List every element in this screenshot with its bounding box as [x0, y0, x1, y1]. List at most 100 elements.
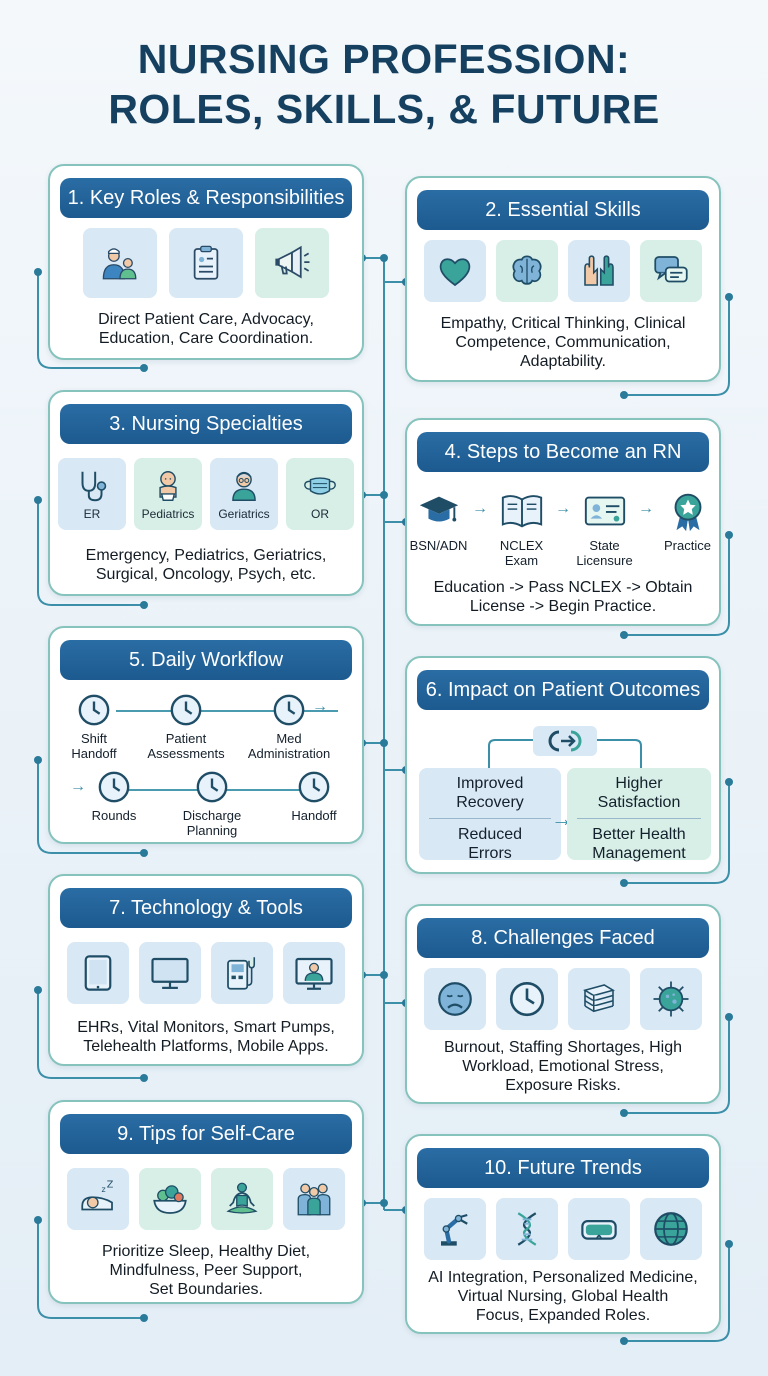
card-key-roles: 1. Key Roles & Responsibilities Direct P… [48, 164, 364, 360]
cycle-arrows-icon [488, 726, 642, 768]
workflow-item-med-administration: Med Administration [234, 693, 344, 761]
step-arrow: → [472, 500, 488, 517]
clock-icon [98, 771, 130, 803]
step-label-bsn: BSN/ADN [409, 538, 468, 553]
clock-icon [170, 694, 202, 726]
peer-support-icon [283, 1168, 345, 1230]
steps-desc-line-2: License -> Begin Practice. [469, 598, 657, 615]
virus-icon [640, 968, 702, 1030]
monitor-icon [139, 942, 201, 1004]
elderly-icon: Geriatrics [210, 458, 278, 530]
selfcare-desc-line-2: Mindfulness, Peer Support, [109, 1262, 303, 1279]
future-desc-line-3: Focus, Expanded Roles. [475, 1307, 651, 1324]
card-technology-tools: 7. Technology & Tools EHRs, Vital Monito… [48, 874, 364, 1066]
heart-icon [424, 240, 486, 302]
clock-icon [78, 694, 110, 726]
card-future-trends: 10. Future Trends AI Integration, Person… [405, 1134, 721, 1334]
svg-text:z: z [102, 1185, 106, 1194]
tech-desc-line-2: Telehealth Platforms, Mobile Apps. [83, 1038, 329, 1055]
impact-reduced-errors: Reduced Errors [457, 826, 523, 862]
clock-icon [196, 771, 228, 803]
workflow-item-discharge-planning: Discharge Planning [157, 770, 267, 838]
card-header-roles: 1. Key Roles & Responsibilities [60, 178, 352, 218]
card-header-skills: 2. Essential Skills [417, 190, 709, 230]
book-icon [501, 495, 542, 528]
card-header-steps: 4. Steps to Become an RN [417, 432, 709, 472]
clipboard-icon [169, 228, 243, 298]
baby-icon: Pediatrics [134, 458, 202, 530]
sad-face-icon [424, 968, 486, 1030]
challenges-desc-line-3: Exposure Risks. [505, 1077, 621, 1094]
skills-desc-line-3: Adaptability. [520, 353, 606, 370]
card-header-selfcare: 9. Tips for Self-Care [60, 1114, 352, 1154]
vr-headset-icon [568, 1198, 630, 1260]
step-label-practice: Practice [664, 538, 711, 553]
impact-better-health: Better Health Management [592, 826, 686, 862]
future-desc-line-1: AI Integration, Personalized Medicine, [428, 1269, 698, 1286]
future-desc-line-2: Virtual Nursing, Global Health [457, 1288, 669, 1305]
workflow-label-1: Shift Handoff [71, 731, 117, 761]
infusion-pump-icon [211, 942, 273, 1004]
card-essential-skills: 2. Essential Skills Empathy, Critical Th… [405, 176, 721, 382]
clock-icon [273, 694, 305, 726]
roles-desc-line-1: Direct Patient Care, Advocacy, [98, 311, 314, 328]
workflow-arrow-top: → [312, 698, 328, 715]
specialties-desc-line-2: Surgical, Oncology, Psych, etc. [95, 566, 317, 583]
svg-text:Z: Z [107, 1180, 114, 1191]
robot-arm-icon [424, 1198, 486, 1260]
step-arrow: → [555, 500, 571, 517]
challenges-desc-line-1: Burnout, Staffing Shortages, High [443, 1039, 683, 1056]
workflow-label-3: Med Administration [247, 731, 331, 761]
impact-right-divider [577, 818, 701, 819]
workflow-line-top [116, 710, 338, 712]
impact-arrow: → [551, 806, 573, 831]
nurse-patient-icon [83, 228, 157, 298]
challenges-desc-line-2: Workload, Emotional Stress, [462, 1058, 664, 1075]
workflow-label-6: Handoff [291, 808, 337, 823]
steps-desc-line-1: Education -> Pass NCLEX -> Obtain [433, 579, 693, 596]
surgical-mask-icon: OR [286, 458, 354, 530]
hands-icon [568, 240, 630, 302]
title-line-2: ROLES, SKILLS, & FUTURE [108, 86, 660, 132]
specialty-label-or: OR [311, 507, 329, 521]
specialty-label-er: ER [83, 507, 101, 521]
workflow-item-patient-assessments: Patient Assessments [131, 693, 241, 761]
tech-desc-line-1: EHRs, Vital Monitors, Smart Pumps, [77, 1019, 335, 1036]
dna-icon [496, 1198, 558, 1260]
card-header-specialties: 3. Nursing Specialties [60, 404, 352, 444]
brain-icon [496, 240, 558, 302]
impact-left-box: Improved Recovery Reduced Errors [419, 768, 561, 862]
workflow-arrow-bottom: → [70, 778, 86, 795]
step-practice: Practice [656, 488, 719, 553]
impact-right-box: Higher Satisfaction Better Health Manage… [567, 768, 711, 862]
skills-desc-line-1: Empathy, Critical Thinking, Clinical [440, 315, 686, 332]
tablet-icon [67, 942, 129, 1004]
telehealth-icon [283, 942, 345, 1004]
step-label-licensure: State Licensure [576, 538, 633, 568]
card-header-workflow: 5. Daily Workflow [60, 640, 352, 680]
step-arrow: → [638, 500, 654, 517]
selfcare-desc-line-3: Set Boundaries. [149, 1281, 263, 1298]
card-header-tech: 7. Technology & Tools [60, 888, 352, 928]
stethoscope-icon: ER [58, 458, 126, 530]
step-bsn-adn: BSN/ADN [407, 488, 470, 553]
specialties-desc-line-1: Emergency, Pediatrics, Geriatrics, [85, 547, 327, 564]
workflow-label-5: Discharge Planning [182, 808, 242, 838]
card-header-challenges: 8. Challenges Faced [417, 918, 709, 958]
page-title: NURSING PROFESSION: ROLES, SKILLS, & FUT… [0, 34, 768, 134]
workflow-label-2: Patient Assessments [147, 731, 225, 761]
step-licensure: State Licensure [573, 488, 636, 568]
clock-icon [496, 968, 558, 1030]
card-steps-to-rn: 4. Steps to Become an RN BSN/ADN → NCLEX… [405, 418, 721, 626]
graduation-cap-icon [419, 496, 458, 522]
roles-desc-line-2: Education, Care Coordination. [98, 330, 314, 347]
workflow-item-handoff: Handoff [259, 770, 369, 823]
megaphone-icon [255, 228, 329, 298]
card-daily-workflow: 5. Daily Workflow → Shift Handoff Patien… [48, 626, 364, 844]
step-nclex: NCLEX Exam [490, 488, 553, 568]
license-icon [584, 496, 625, 526]
globe-icon [640, 1198, 702, 1260]
